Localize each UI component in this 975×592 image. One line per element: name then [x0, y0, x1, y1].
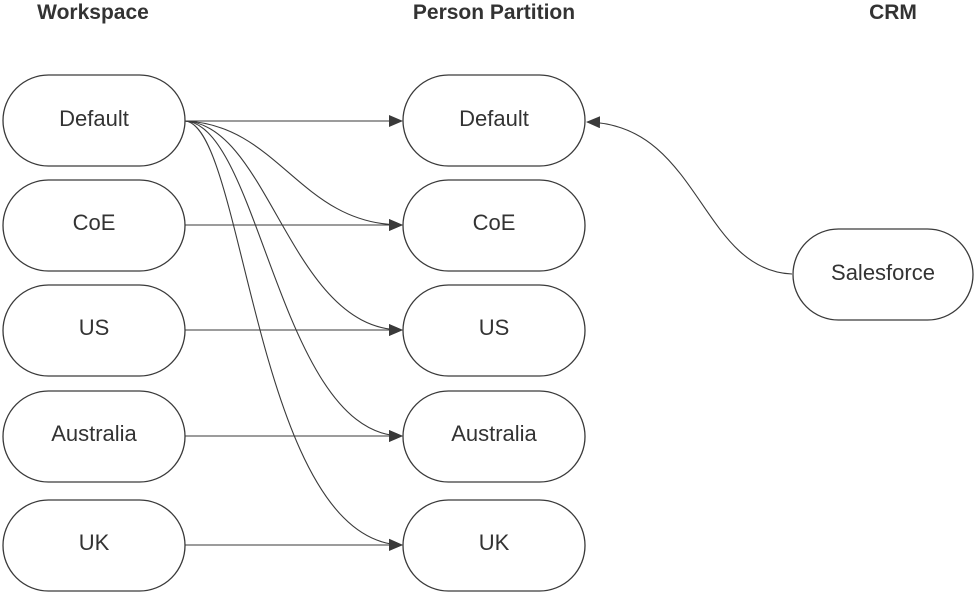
edge-layer: [184, 115, 793, 551]
partition-node-label: US: [479, 315, 510, 340]
edge-default-to-coe: [184, 120, 403, 231]
partition-node-label: UK: [479, 530, 510, 555]
crm-column: Salesforce: [792, 228, 974, 321]
workspace-node-label: US: [79, 315, 110, 340]
partition-node-label: Australia: [451, 421, 537, 446]
edge-default-to-australia: [184, 120, 403, 442]
crm-node-label: Salesforce: [831, 260, 935, 285]
partition-node-label: CoE: [473, 210, 516, 235]
partition-node-us[interactable]: US: [402, 284, 586, 377]
workspace-node-us[interactable]: US: [2, 284, 186, 377]
edge-default-to-us: [184, 120, 403, 336]
partition-node-coe[interactable]: CoE: [402, 179, 586, 272]
partition-node-default[interactable]: Default: [402, 74, 586, 167]
workspace-header: Workspace: [37, 1, 149, 24]
crm-node-salesforce[interactable]: Salesforce: [792, 228, 974, 321]
workspace-node-default[interactable]: Default: [2, 74, 186, 167]
workspace-node-label: CoE: [73, 210, 116, 235]
edge-default-to-uk: [184, 120, 403, 551]
workspace-node-label: Australia: [51, 421, 137, 446]
workspace-node-uk[interactable]: UK: [2, 499, 186, 592]
person-partition-column: Default CoE US Australia UK: [402, 74, 586, 592]
partition-node-australia[interactable]: Australia: [402, 390, 586, 483]
workspace-column: Default CoE US Australia UK: [2, 74, 186, 592]
workspace-node-label: Default: [59, 106, 129, 131]
crm-header: CRM: [869, 1, 917, 24]
partition-node-label: Default: [459, 106, 529, 131]
partition-node-uk[interactable]: UK: [402, 499, 586, 592]
workspace-node-coe[interactable]: CoE: [2, 179, 186, 272]
workspace-node-australia[interactable]: Australia: [2, 390, 186, 483]
person-partition-header: Person Partition: [413, 1, 575, 24]
edge-salesforce-to-default: [586, 116, 793, 275]
workspace-node-label: UK: [79, 530, 110, 555]
